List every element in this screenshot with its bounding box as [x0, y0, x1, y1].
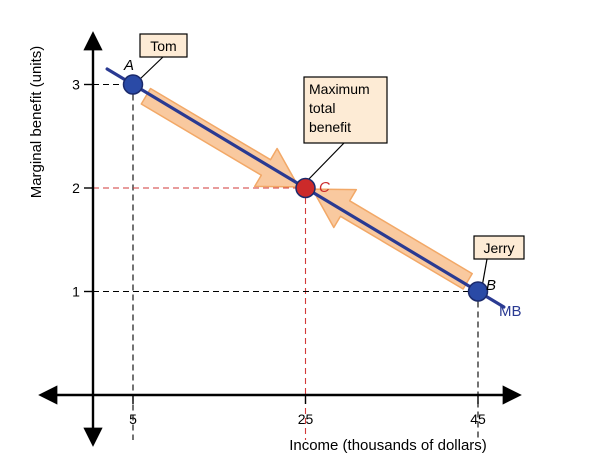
callout-tom — [139, 33, 188, 58]
point-a — [122, 74, 144, 95]
x-tick-label: 45 — [470, 411, 486, 427]
point-c — [295, 177, 316, 199]
leader-max-benefit — [305, 142, 345, 183]
y-axis-title: Marginal benefit (units) — [28, 46, 45, 199]
y-tick-label: 1 — [72, 284, 80, 300]
x-tick-label: 5 — [129, 411, 137, 427]
x-tick-label: 25 — [298, 411, 314, 427]
leader-tom — [138, 55, 165, 81]
point-label-c: C — [319, 179, 330, 196]
callout-max-benefit-line: benefit — [309, 119, 351, 135]
leader-jerry — [481, 258, 488, 288]
callout-tom-text: Tom — [150, 38, 176, 54]
point-label-a: A — [123, 57, 134, 74]
y-tick-label: 3 — [72, 77, 80, 93]
mb-curve-label: MB — [499, 303, 522, 320]
callout-jerry-text: Jerry — [483, 240, 514, 256]
callout-max-benefit-line: Maximum — [309, 81, 370, 97]
point-b — [467, 281, 489, 302]
y-tick-label: 2 — [72, 180, 80, 196]
x-axis-title: Income (thousands of dollars) — [289, 437, 487, 454]
point-label-b: B — [486, 277, 496, 294]
callout-jerry — [473, 235, 525, 260]
callout-max-benefit — [303, 76, 388, 144]
callout-max-benefit-line: total — [309, 100, 335, 116]
